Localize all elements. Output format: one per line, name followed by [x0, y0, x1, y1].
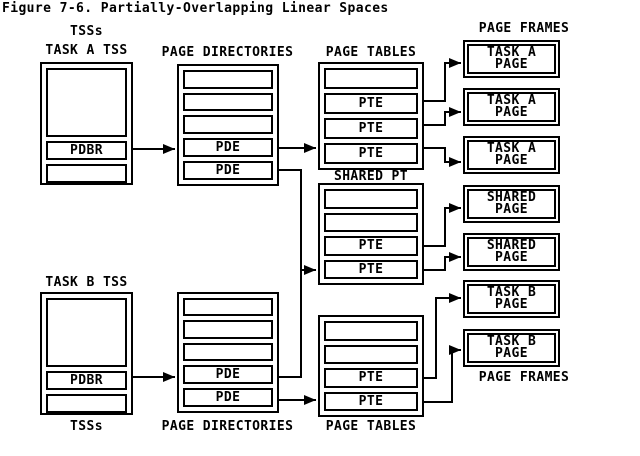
pt-a-pte-entry-2: PTE [324, 118, 418, 139]
page-directory-a: PDE PDE [177, 64, 279, 186]
arrow-pt-a-pte1-to-frame1 [424, 58, 461, 102]
dir-a-pde-entry-2: PDE [183, 161, 273, 181]
tss-b-pdbr-field: PDBR [46, 371, 127, 390]
pt-b-pte-entry-1: PTE [324, 368, 418, 388]
label-page-frames-bottom: PAGE FRAMES [478, 370, 570, 385]
dir-a-empty-slot-1 [183, 70, 273, 89]
frame-text-line1: TASK B [486, 334, 537, 349]
page-frame-task-b-2: TASK B PAGE [463, 329, 560, 367]
pt-b-pte-entry-2: PTE [324, 391, 418, 411]
arrow-shared-pte2-to-frame5 [424, 252, 461, 271]
page-frame-task-a-1: TASK A PAGE [463, 40, 560, 78]
frame-text-line1: TASK A [486, 45, 537, 60]
pt-a-pte-entry-3: PTE [324, 143, 418, 164]
frame-text-line2: PAGE [495, 297, 528, 312]
pt-a-empty-slot [324, 68, 418, 89]
page-frame-label: TASK A PAGE [467, 44, 556, 74]
pt-a-pte-entry-1: PTE [324, 93, 418, 114]
dir-b-pde-entry-1: PDE [183, 364, 273, 384]
tss-a-pdbr-field: PDBR [46, 141, 127, 160]
shared-page-table: PTE PTE [318, 183, 424, 285]
page-frame-label: SHARED PAGE [467, 237, 556, 267]
page-frame-shared-2: SHARED PAGE [463, 233, 560, 271]
page-frame-label: SHARED PAGE [467, 189, 556, 219]
frame-text-line2: PAGE [495, 250, 528, 265]
page-frame-label: TASK A PAGE [467, 92, 556, 122]
page-frame-task-a-2: TASK A PAGE [463, 88, 560, 126]
dir-a-pde-entry-1: PDE [183, 138, 273, 158]
arrow-pt-b-pte1-to-frame6 [424, 293, 461, 379]
frame-text-line1: SHARED [486, 190, 537, 205]
figure-title: Figure 7-6. Partially-Overlapping Linear… [2, 1, 389, 16]
pt-b-empty-slot-2 [324, 344, 418, 364]
tss-b-body-slot [46, 298, 127, 367]
arrow-pt-a-pte3-to-frame3 [424, 147, 461, 167]
dir-a-empty-slot-3 [183, 115, 273, 135]
frame-text-line2: PAGE [495, 153, 528, 168]
page-frame-shared-1: SHARED PAGE [463, 185, 560, 223]
dir-b-pde-entry-2: PDE [183, 387, 273, 407]
pt-shared-empty-slot-2 [324, 212, 418, 232]
page-frame-label: TASK B PAGE [467, 284, 556, 314]
label-page-tables-bottom: PAGE TABLES [325, 419, 417, 434]
page-directory-b: PDE PDE [177, 292, 279, 413]
dir-b-empty-slot-3 [183, 342, 273, 361]
task-b-tss-box: PDBR [40, 292, 133, 415]
label-task-a-tss: TASK A TSS [45, 43, 128, 58]
frame-text-line1: TASK A [486, 93, 537, 108]
label-page-frames-top: PAGE FRAMES [478, 21, 570, 36]
dir-b-empty-slot-2 [183, 320, 273, 339]
label-page-tables-top: PAGE TABLES [325, 45, 417, 60]
frame-text-line2: PAGE [495, 346, 528, 361]
pt-shared-pte-entry-2: PTE [324, 259, 418, 279]
task-a-tss-box: PDBR [40, 62, 133, 185]
page-table-b: PTE PTE [318, 315, 424, 417]
arrow-pt-b-pte2-to-frame7 [424, 345, 461, 403]
page-frame-task-a-3: TASK A PAGE [463, 136, 560, 174]
page-table-a: PTE PTE PTE [318, 62, 424, 170]
label-page-directories-bottom: PAGE DIRECTORIES [161, 419, 294, 434]
label-task-b-tss: TASK B TSS [45, 275, 128, 290]
label-shared-pt: SHARED PT [333, 169, 409, 184]
frame-text-line2: PAGE [495, 57, 528, 72]
tss-a-body-slot [46, 68, 127, 137]
pt-shared-empty-slot-1 [324, 189, 418, 209]
frame-text-line1: TASK A [486, 141, 537, 156]
tss-b-empty-slot [46, 394, 127, 413]
dir-a-empty-slot-2 [183, 92, 273, 112]
wire-shared-junction [279, 169, 302, 378]
frame-text-line2: PAGE [495, 105, 528, 120]
frame-text-line2: PAGE [495, 202, 528, 217]
tss-a-empty-slot [46, 164, 127, 183]
label-tsss-bottom: TSSs [70, 419, 103, 434]
arrow-pt-a-pte2-to-frame2 [424, 107, 461, 126]
page-frame-task-b-1: TASK B PAGE [463, 280, 560, 318]
page-frame-label: TASK A PAGE [467, 140, 556, 170]
arrow-shared-pte1-to-frame4 [424, 203, 461, 247]
label-tsss-top: TSSs [70, 24, 103, 39]
frame-text-line1: SHARED [486, 238, 537, 253]
frame-text-line1: TASK B [486, 285, 537, 300]
pt-b-empty-slot-1 [324, 321, 418, 341]
label-page-directories-top: PAGE DIRECTORIES [161, 45, 294, 60]
page-frame-label: TASK B PAGE [467, 333, 556, 363]
pt-shared-pte-entry-1: PTE [324, 236, 418, 256]
dir-b-empty-slot-1 [183, 298, 273, 317]
